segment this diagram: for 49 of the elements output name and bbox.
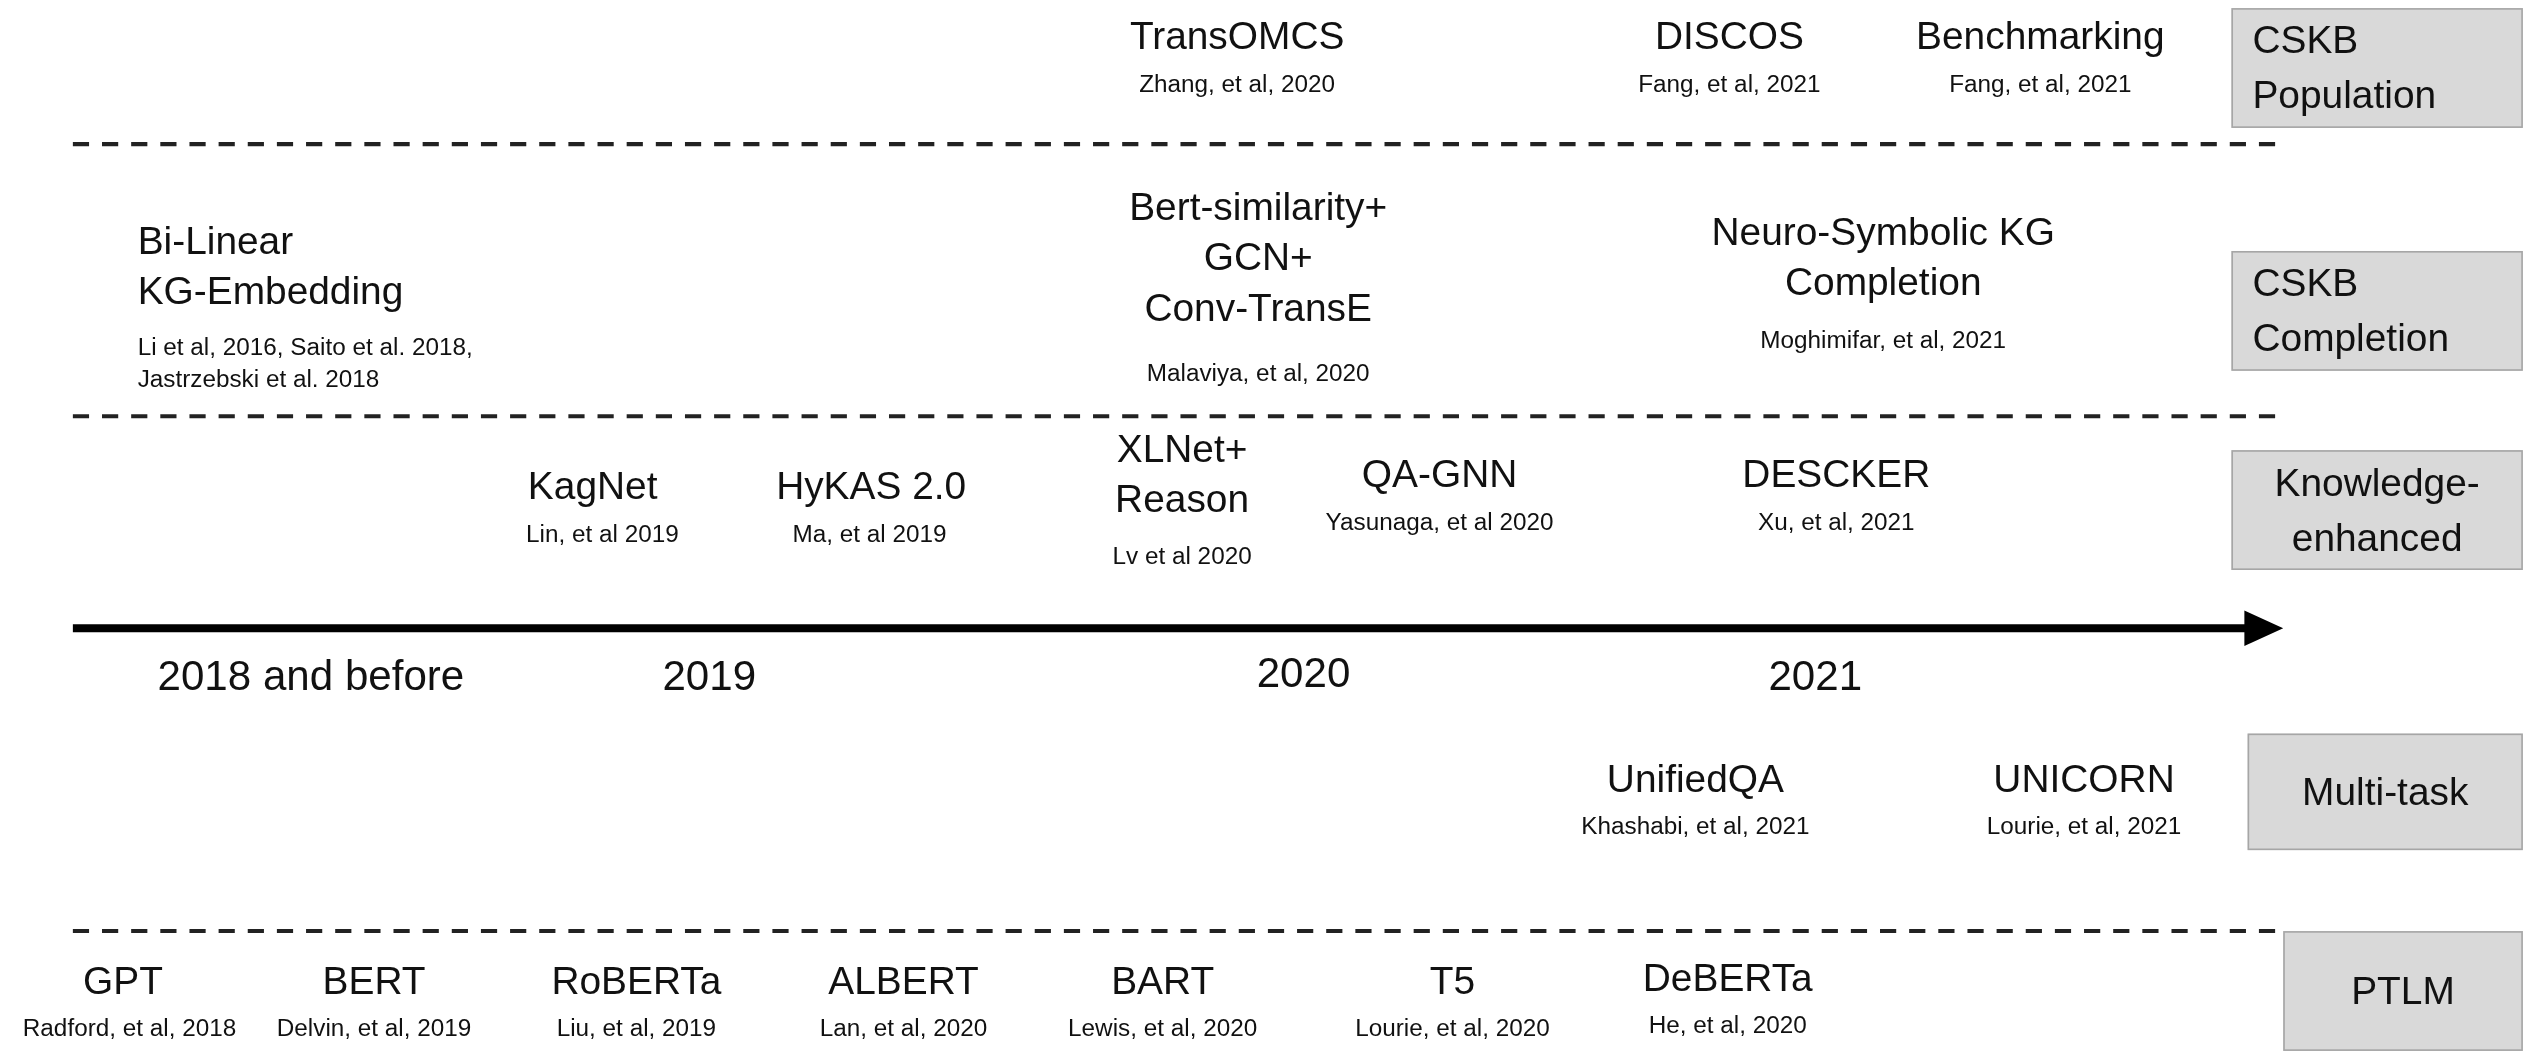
category-box: Multi-task <box>2247 733 2523 851</box>
category-box: CSKB Completion <box>2231 251 2523 371</box>
method-name: DeBERTa <box>1641 954 1814 1002</box>
citation-text: Li et al, 2016, Saito et al. 2018, Jastrzebski et al. 2018 <box>137 330 474 394</box>
method-name: Neuro-Symbolic KG Completion <box>1710 207 2056 306</box>
method-name: TransOMCS <box>1128 11 1346 59</box>
citation-text: Fang, et al, 2021 <box>1948 68 2133 100</box>
citation-text: Zhang, et al, 2020 <box>1138 68 1337 100</box>
citation-text: He, et al, 2020 <box>1647 1009 1808 1040</box>
citation-text: Lan, et al, 2020 <box>818 1012 989 1044</box>
citation-text: Liu, et al, 2019 <box>555 1012 718 1044</box>
year-label: 2019 <box>661 649 758 702</box>
citation-text: Delvin, et al, 2019 <box>275 1012 473 1044</box>
citation-text: Ma, et al 2019 <box>791 518 948 550</box>
method-name: DESCKER <box>1741 450 1932 498</box>
category-box: CSKB Population <box>2231 8 2523 128</box>
citation-text: Lin, et al 2019 <box>525 518 680 550</box>
category-box: PTLM <box>2283 931 2523 1051</box>
citation-text: Yasunaga, et al 2020 <box>1324 505 1555 537</box>
citation-text: Fang, et al, 2021 <box>1637 68 1822 100</box>
method-name: XLNet+ Reason <box>1114 424 1251 523</box>
year-label: 2018 and before <box>156 649 466 702</box>
method-name: Bert-similarity+ GCN+ Conv-TransE <box>1128 183 1389 332</box>
citation-text: Khashabi, et al, 2021 <box>1580 810 1811 841</box>
citation-text: Lourie, et al, 2020 <box>1354 1012 1551 1044</box>
method-name: UNICORN <box>1992 755 2176 802</box>
method-name: RoBERTa <box>550 957 723 1005</box>
method-name: BERT <box>321 957 427 1005</box>
citation-text: Malaviya, et al, 2020 <box>1145 356 1371 388</box>
method-name: DISCOS <box>1653 11 1805 59</box>
method-name: Bi-Linear KG-Embedding <box>137 217 405 315</box>
citation-text: Xu, et al, 2021 <box>1756 505 1916 537</box>
citation-text: Lourie, et al, 2021 <box>1985 810 2183 841</box>
method-name: T5 <box>1428 957 1477 1005</box>
method-name: Benchmarking <box>1915 11 2166 59</box>
citation-text: Lewis, et al, 2020 <box>1067 1012 1259 1044</box>
citation-text: Lv et al 2020 <box>1111 539 1253 571</box>
method-name: GPT <box>82 957 164 1005</box>
method-name: ALBERT <box>827 957 980 1005</box>
year-label: 2021 <box>1767 649 1864 702</box>
method-name: UnifiedQA <box>1605 755 1785 802</box>
year-label: 2020 <box>1255 646 1352 699</box>
method-name: HyKAS 2.0 <box>775 462 968 509</box>
citation-text: Radford, et al, 2018 <box>21 1012 238 1044</box>
category-box: Knowledge-enhanced <box>2231 450 2523 570</box>
method-name: KagNet <box>526 462 659 509</box>
method-name: BART <box>1110 957 1216 1005</box>
method-name: QA-GNN <box>1360 450 1519 498</box>
citation-text: Moghimifar, et al, 2021 <box>1759 324 2008 355</box>
